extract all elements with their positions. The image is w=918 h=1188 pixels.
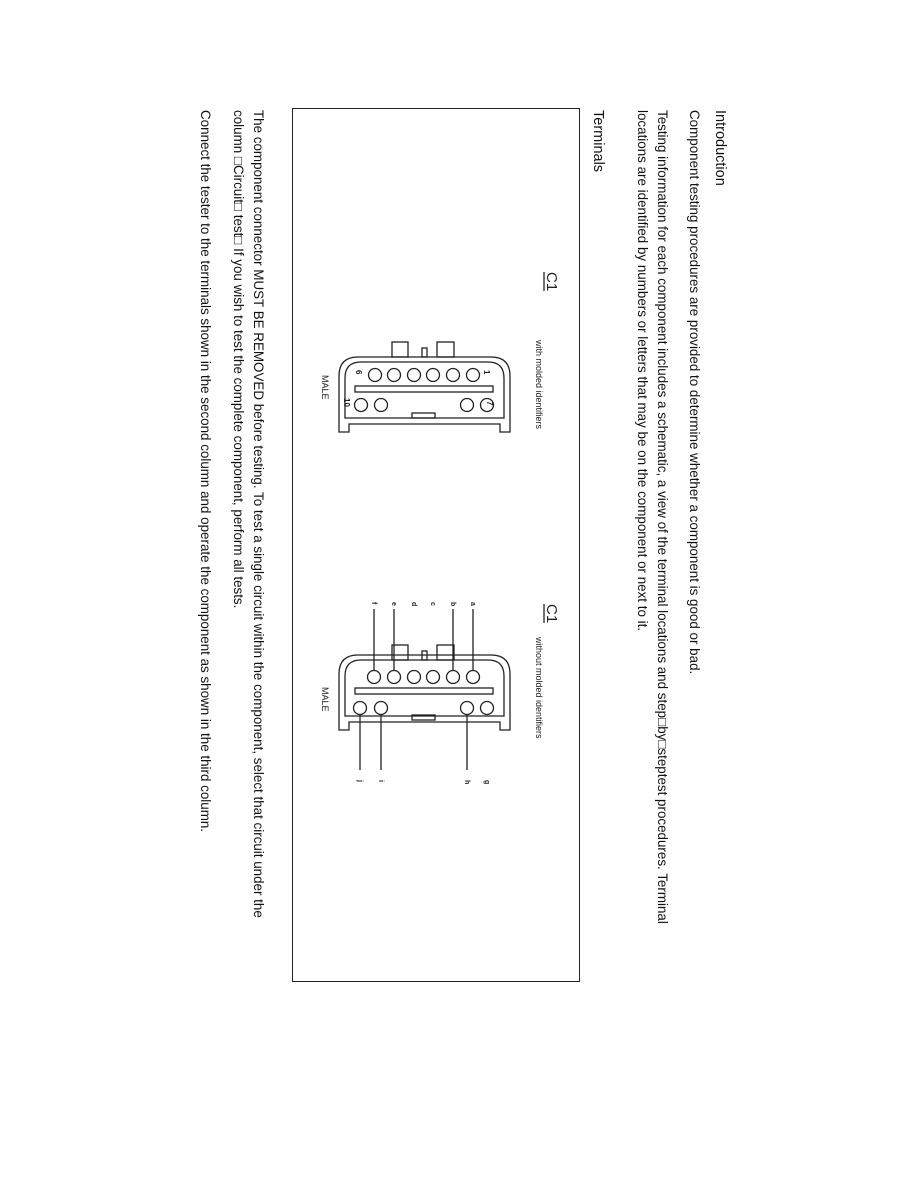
pin-label-e: e [390,602,397,606]
connector-1-caption: with molded identifiers [534,339,544,430]
pin-label-7: 7 [485,401,494,406]
pin-label-6: 6 [354,370,363,375]
pin-label-f: f [370,602,377,605]
connector-1-diagram [338,272,545,433]
pin-label-h: h [463,780,470,784]
pin-label-i: i [377,780,384,782]
pin-label-a: a [469,602,476,606]
connector-1-name: C1 [543,272,560,291]
pin-label-b: b [449,602,456,606]
connector-2-name: C1 [543,604,560,623]
pin-label-g: g [483,780,490,784]
connector-2-diagram [338,604,545,770]
pin-label-c: c [429,602,436,606]
pin-label-d: d [410,602,417,606]
pin-label-1: 1 [482,370,491,375]
pin-label-10: 10 [342,398,351,407]
connector-2-caption: without molded identifiers [534,636,544,739]
pin-label-j: j [356,779,363,782]
connector-1-gender: MALE [320,375,330,400]
connector-2-gender: MALE [320,687,330,712]
